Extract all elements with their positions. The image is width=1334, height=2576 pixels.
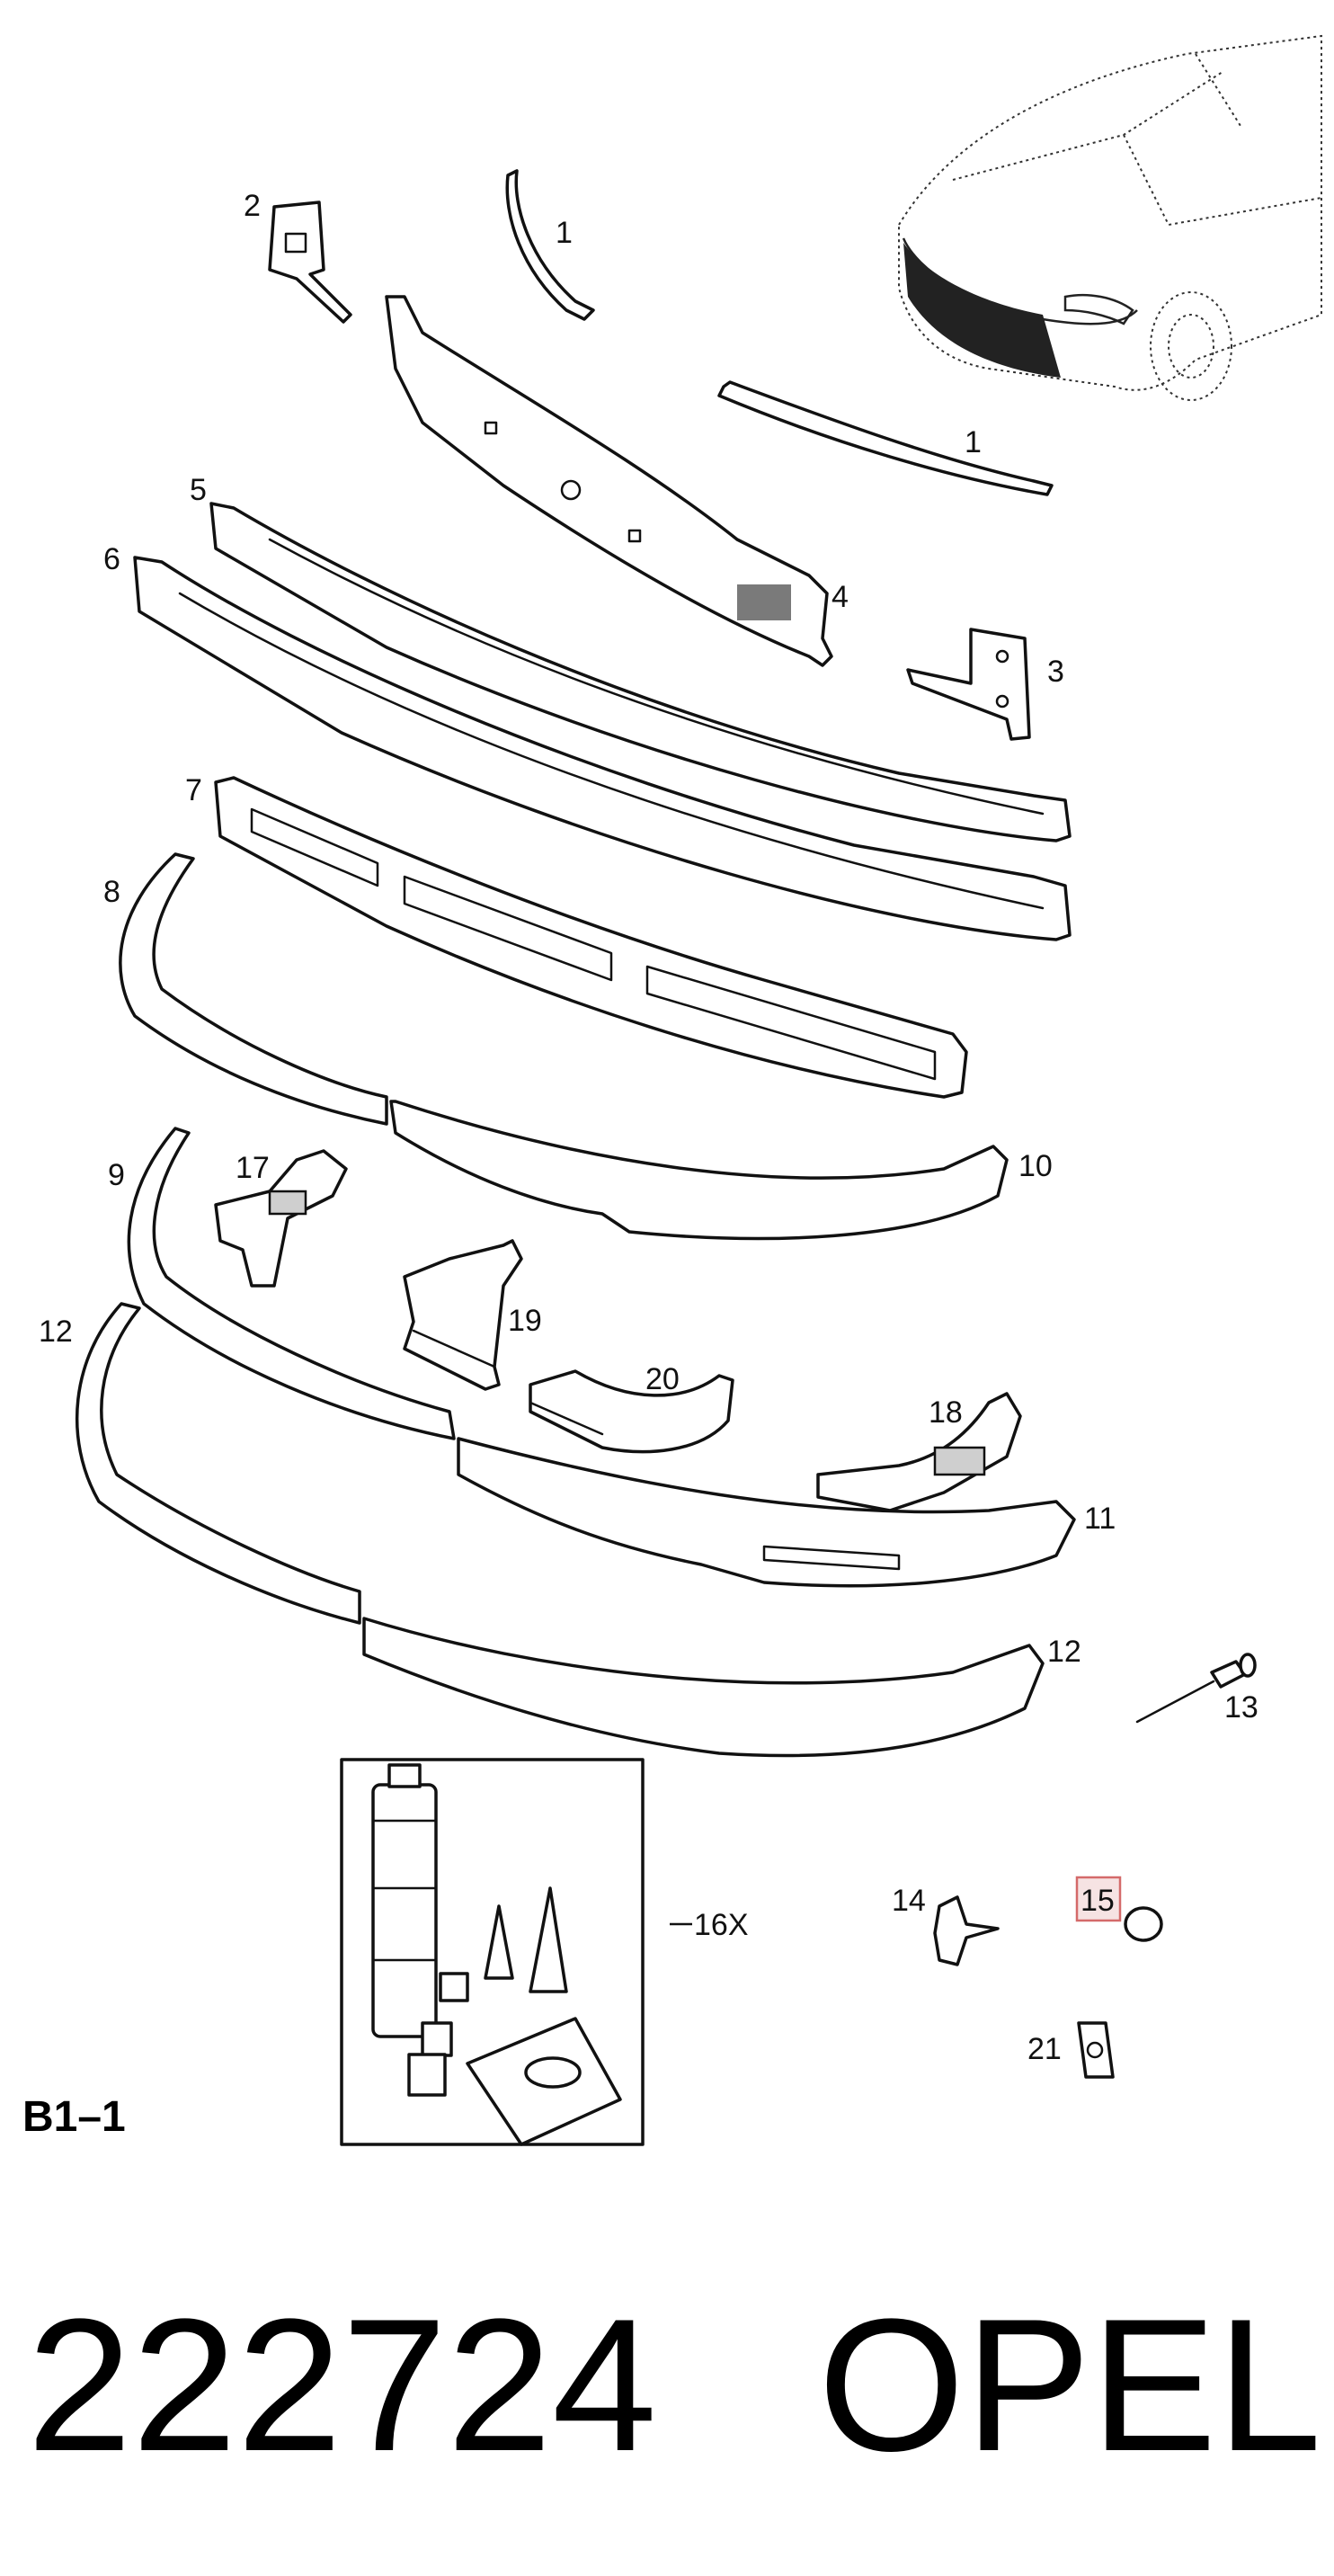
part-13-rivet [1135, 1653, 1257, 1724]
callout-13: 13 [1224, 1690, 1258, 1725]
callout-10: 10 [1018, 1149, 1053, 1183]
section-label: B1–1 [22, 2093, 126, 2141]
callout-12: 12 [1047, 1635, 1081, 1669]
part-1-lower-strip [717, 380, 1054, 496]
callout-7: 7 [185, 773, 202, 807]
part-10-bumper-right [389, 1100, 1009, 1241]
part-1-upper-strip [505, 169, 595, 321]
part-16x-kit-box [340, 1758, 645, 2146]
brand-name: OPEL [818, 2279, 1321, 2491]
callout-18: 18 [929, 1395, 963, 1430]
callout-8: 8 [103, 875, 120, 909]
part-12-lower-lip [76, 1302, 1045, 1758]
callout-5: 5 [190, 473, 207, 507]
callout-9: 9 [108, 1158, 125, 1192]
part-14-clip [933, 1895, 1000, 1966]
callout-3: 3 [1047, 655, 1064, 689]
part-6-frame [133, 556, 1072, 941]
part-8-bumper-left [119, 852, 388, 1126]
callout-1: 1 [965, 425, 982, 459]
part-9-11-lower-bumper [127, 1127, 1076, 1588]
part-2-bracket [268, 201, 352, 324]
part-21-nut [1077, 2021, 1115, 2079]
callouts: 1 1 2 3 4 5 6 7 8 9 10 11 12 12 13 14 15… [39, 189, 1258, 2066]
part-3-bracket [906, 628, 1031, 741]
callout-21: 21 [1027, 2032, 1062, 2066]
callout-14: 14 [892, 1884, 926, 1918]
part-7-lower-grille [214, 776, 968, 1099]
part-number: 222724 [27, 2279, 657, 2491]
callout-1: 1 [556, 216, 573, 250]
part-15-cap [1124, 1906, 1163, 1942]
part-20-duct [529, 1369, 734, 1454]
part-19-duct [403, 1239, 523, 1391]
car-illustration [898, 34, 1322, 401]
callout-11: 11 [1084, 1502, 1116, 1536]
callout-12: 12 [39, 1315, 73, 1349]
callout-6: 6 [103, 542, 120, 576]
callout-17: 17 [236, 1151, 270, 1185]
callout-16x: 16X [694, 1908, 749, 1942]
callout-2: 2 [244, 189, 261, 223]
part-17-duct [214, 1149, 348, 1288]
callout-15: 15 [1081, 1884, 1115, 1918]
part-4-crossmember [385, 295, 833, 667]
callout-19: 19 [508, 1304, 542, 1338]
callout-4: 4 [832, 580, 849, 614]
callout-15-highlight [1075, 1876, 1122, 1922]
part-5-frame [209, 502, 1072, 842]
part-18-duct [816, 1392, 1022, 1512]
callout-20: 20 [645, 1362, 680, 1396]
